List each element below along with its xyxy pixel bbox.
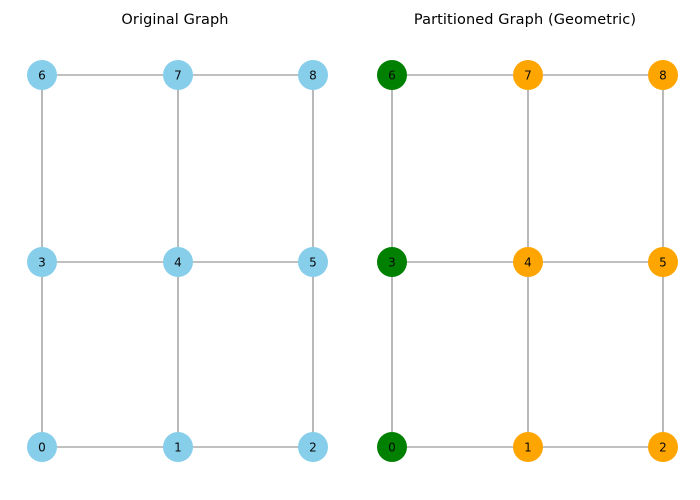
node-circle-5[interactable] — [298, 247, 328, 277]
node-circle-4[interactable] — [513, 247, 543, 277]
graph-node-6[interactable]: 6 — [27, 60, 57, 90]
graph-node-8[interactable]: 8 — [298, 60, 328, 90]
graph-node-3[interactable]: 3 — [27, 247, 57, 277]
node-circle-3[interactable] — [27, 247, 57, 277]
graph-node-5[interactable]: 5 — [298, 247, 328, 277]
graph-original: 0 1 2 3 4 5 6 7 8 — [27, 60, 328, 462]
node-circle-6[interactable] — [27, 60, 57, 90]
node-circle-4[interactable] — [163, 247, 193, 277]
panel-partitioned-graph: Partitioned Graph (Geometric) 0 1 2 3 4 5 6 7 8 — [350, 0, 700, 500]
node-circle-2[interactable] — [648, 432, 678, 462]
graph-partitioned: 0 1 2 3 4 5 6 7 8 — [377, 60, 678, 462]
graph-node-2[interactable]: 2 — [648, 432, 678, 462]
graph-node-7[interactable]: 7 — [513, 60, 543, 90]
panel-title-original: Original Graph — [121, 12, 229, 28]
node-circle-1[interactable] — [163, 432, 193, 462]
graph-node-6[interactable]: 6 — [377, 60, 407, 90]
graph-node-4[interactable]: 4 — [163, 247, 193, 277]
graph-node-1[interactable]: 1 — [513, 432, 543, 462]
node-circle-5[interactable] — [648, 247, 678, 277]
graph-node-1[interactable]: 1 — [163, 432, 193, 462]
node-circle-3[interactable] — [377, 247, 407, 277]
graph-node-8[interactable]: 8 — [648, 60, 678, 90]
node-circle-0[interactable] — [377, 432, 407, 462]
node-circle-1[interactable] — [513, 432, 543, 462]
node-circle-0[interactable] — [27, 432, 57, 462]
graph-node-0[interactable]: 0 — [377, 432, 407, 462]
panel-original-graph: Original Graph 0 1 2 3 4 5 6 7 8 — [27, 12, 328, 462]
graph-node-7[interactable]: 7 — [163, 60, 193, 90]
graph-node-0[interactable]: 0 — [27, 432, 57, 462]
panel-title-partitioned: Partitioned Graph (Geometric) — [413, 12, 637, 28]
graph-node-4[interactable]: 4 — [513, 247, 543, 277]
graph-node-5[interactable]: 5 — [648, 247, 678, 277]
graph-node-3[interactable]: 3 — [377, 247, 407, 277]
node-circle-6[interactable] — [377, 60, 407, 90]
node-circle-8[interactable] — [298, 60, 328, 90]
node-circle-7[interactable] — [163, 60, 193, 90]
graph-node-2[interactable]: 2 — [298, 432, 328, 462]
node-circle-7[interactable] — [513, 60, 543, 90]
node-circle-2[interactable] — [298, 432, 328, 462]
node-circle-8[interactable] — [648, 60, 678, 90]
